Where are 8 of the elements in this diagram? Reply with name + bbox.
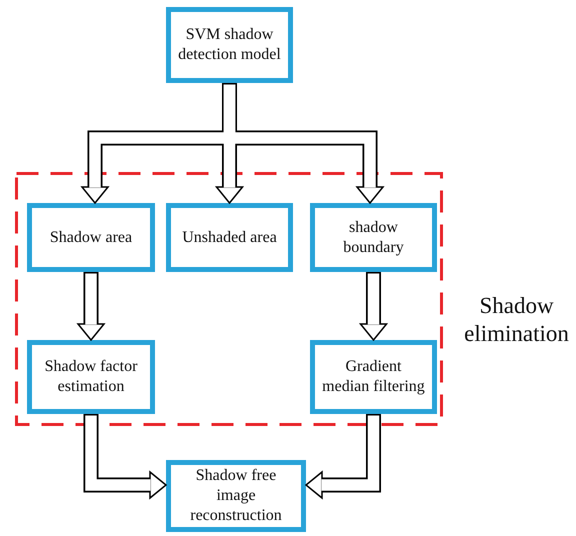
process-box: Shadow free image reconstruction <box>166 460 306 532</box>
process-box: Shadow factor estimation <box>27 340 155 414</box>
process-box: Gradient median filtering <box>310 340 437 414</box>
process-box: Unshaded area <box>166 203 293 272</box>
region-title: Shadow elimination <box>463 292 570 348</box>
process-box: SVM shadow detection model <box>166 7 293 83</box>
process-box: shadow boundary <box>310 203 437 272</box>
process-box: Shadow area <box>27 203 155 272</box>
